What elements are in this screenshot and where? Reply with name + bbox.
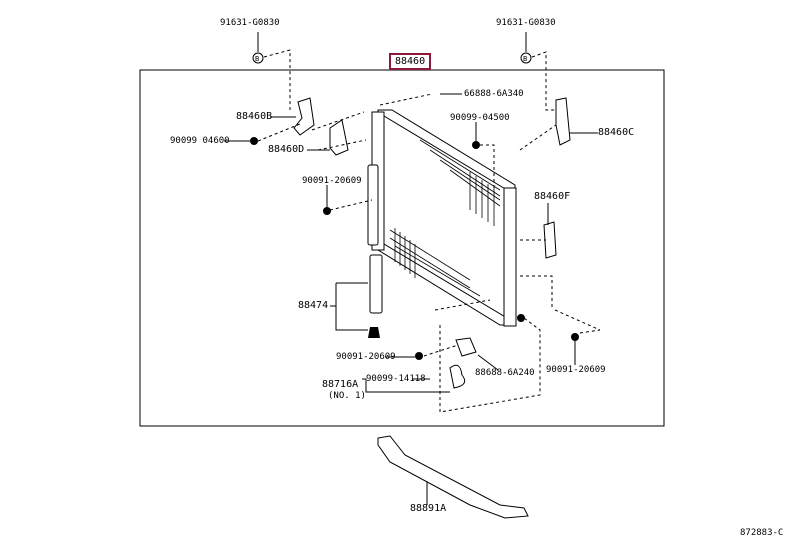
reference-code: 872883-C — [740, 528, 784, 538]
bracket-b-shape — [293, 97, 315, 136]
label-seal: 88474 — [298, 300, 329, 311]
bolt-b-right-icon: B — [520, 32, 556, 111]
label-hose-note: (NO. 1) — [328, 391, 366, 401]
bolt-b-left-icon: B — [252, 32, 291, 110]
label-bracket-b: 88460B — [236, 111, 273, 122]
label-bolt-top-right: 91631-G0830 — [496, 18, 556, 28]
svg-text:B: B — [255, 55, 259, 63]
bracket-c-shape — [555, 97, 571, 146]
label-bolt-mid-left: 90091-20609 — [302, 176, 362, 186]
label-bracket-lower: 88688-6A240 — [475, 368, 535, 378]
main-assembly-part-number[interactable]: 88460 — [389, 53, 432, 70]
label-clip-top: 66888-6A340 — [464, 89, 524, 99]
label-bolt-lower-right: 90091-20609 — [546, 365, 606, 375]
label-hose: 88716A — [322, 379, 359, 390]
label-bracket-d: 88460D — [268, 144, 305, 155]
label-bolt-right-top: 90099-04500 — [450, 113, 510, 123]
label-bracket-c: 88460C — [598, 127, 635, 138]
condenser-core — [367, 109, 517, 327]
lower-support-shape — [377, 435, 529, 519]
label-bolt-lower: 90091-20609 — [336, 352, 396, 362]
bracket-f-shape — [543, 221, 557, 259]
bolt-glyphs — [250, 137, 579, 360]
seal-clip — [368, 327, 380, 338]
label-bolt-top-left: 91631-G0830 — [220, 18, 280, 28]
bracket-lower-shape — [455, 337, 477, 357]
label-lower-support: 88891A — [410, 503, 447, 514]
label-bolt-left: 90099 04600 — [170, 136, 230, 146]
label-bracket-f: 88460F — [534, 191, 571, 202]
bracket-d-shape — [329, 119, 349, 156]
assembly-frame — [139, 69, 665, 427]
hose-shape — [449, 364, 466, 389]
seal-shape — [369, 254, 383, 314]
label-screw: 90099-14118 — [366, 374, 426, 384]
svg-text:B: B — [523, 55, 527, 63]
